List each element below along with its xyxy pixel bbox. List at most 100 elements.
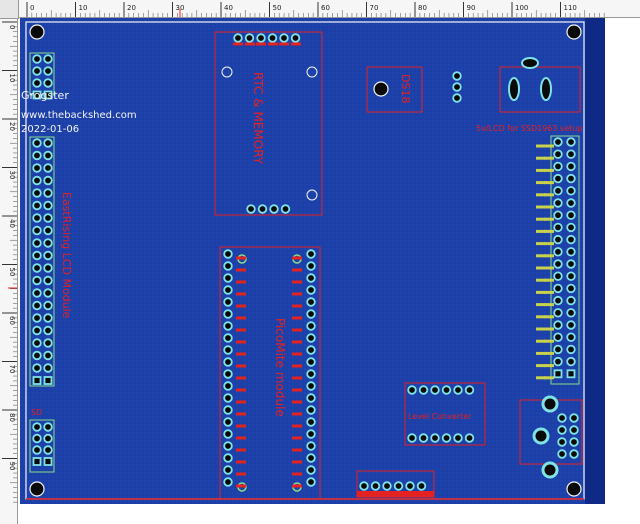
pin-label-mark — [236, 256, 246, 260]
level-converter-label: Level Converter — [408, 412, 472, 421]
ruler-tick-label: 40 — [224, 4, 233, 12]
pad — [566, 259, 576, 269]
pad — [566, 271, 576, 281]
pin-label-mark — [544, 156, 554, 160]
ruler-tick-label: 30 — [176, 4, 185, 12]
pad — [32, 163, 42, 173]
pad — [441, 385, 452, 395]
pin-label-mark — [236, 400, 246, 404]
pad — [32, 175, 42, 186]
pad — [32, 78, 42, 88]
pad — [43, 150, 53, 161]
right-header-pins — [553, 137, 576, 379]
pin-label-mark — [544, 278, 554, 282]
pad — [306, 333, 316, 343]
pad — [43, 175, 53, 186]
sd-header-pins — [32, 422, 53, 466]
pad — [306, 369, 316, 379]
pad — [43, 78, 53, 88]
pad — [566, 173, 576, 184]
pin-label-mark — [536, 254, 546, 258]
pad — [32, 138, 42, 148]
pad — [32, 238, 42, 248]
pin-label-mark — [236, 316, 246, 320]
pad — [553, 161, 563, 172]
pad — [43, 163, 53, 173]
pad — [223, 405, 233, 415]
pad — [43, 288, 53, 298]
pad — [566, 295, 576, 306]
pad — [393, 481, 404, 491]
lcd-main-header[interactable] — [29, 136, 55, 387]
pin-label-mark — [536, 290, 546, 294]
pad — [223, 381, 233, 391]
pad — [32, 300, 42, 311]
lcd-small-header[interactable] — [29, 52, 55, 96]
pad — [407, 433, 417, 443]
ds18-label: DS18 — [399, 74, 412, 103]
lcd-small-header-pins — [32, 54, 53, 100]
ruler-tick-label: 110 — [564, 4, 577, 12]
ruler-tick-label: 100 — [515, 4, 528, 12]
pad-square — [32, 376, 42, 385]
level-converter-outline[interactable] — [404, 382, 486, 446]
pad — [464, 433, 475, 443]
pad — [223, 417, 233, 427]
pin-label-mark — [292, 436, 302, 440]
pin-label-mark — [236, 292, 246, 296]
pin-label-mark — [536, 351, 546, 355]
pad — [223, 321, 233, 331]
pad — [306, 381, 316, 391]
pad — [306, 309, 316, 319]
pad — [223, 477, 233, 487]
pad — [566, 308, 576, 318]
pad — [452, 71, 462, 81]
power-jack-outline[interactable] — [499, 66, 581, 113]
picomite-left-pins — [223, 249, 233, 487]
pad — [233, 33, 243, 43]
pad — [418, 385, 429, 395]
sd-header[interactable] — [29, 419, 55, 473]
pin-label-mark — [544, 327, 554, 331]
pad — [566, 356, 576, 367]
pad — [223, 453, 233, 463]
credits-website: www.thebackshed.com — [21, 110, 137, 121]
mounting-holes — [29, 24, 582, 497]
pin-label-mark — [544, 254, 554, 258]
pin-label-mark — [544, 339, 554, 343]
pad — [32, 325, 42, 336]
bottom-header-silk-bar — [357, 491, 434, 497]
pad — [290, 33, 301, 43]
pad — [223, 309, 233, 319]
pad — [32, 350, 42, 361]
pad — [553, 222, 563, 233]
pin-label-mark — [236, 484, 246, 488]
picomite-outline[interactable] — [219, 246, 321, 500]
pin-label-mark — [292, 472, 302, 476]
pad-square — [553, 369, 563, 379]
pad — [43, 422, 53, 432]
pad — [32, 250, 42, 261]
pad-square — [43, 376, 53, 385]
pad-square — [43, 457, 53, 466]
pin-label-mark — [536, 229, 546, 233]
pad-square — [32, 90, 42, 100]
pad — [553, 308, 563, 318]
pad — [43, 338, 53, 348]
right-header-outline[interactable] — [550, 135, 580, 385]
pad — [279, 33, 289, 43]
pad — [306, 441, 316, 451]
pin-label-mark — [292, 448, 302, 452]
rtc-module-outline[interactable] — [214, 31, 323, 216]
pad — [418, 433, 429, 443]
pad — [306, 249, 316, 259]
ruler-corner — [0, 0, 19, 19]
pin-label-mark — [279, 42, 289, 46]
pad — [43, 275, 53, 286]
pin-label-mark — [292, 376, 302, 380]
ds18-outline[interactable] — [366, 66, 423, 113]
ruler-tick-label: 90 — [8, 462, 16, 471]
usb-connector-pads — [532, 395, 559, 479]
ssd-header-label: 5v/LCD for SSD1963 setup — [476, 124, 582, 133]
